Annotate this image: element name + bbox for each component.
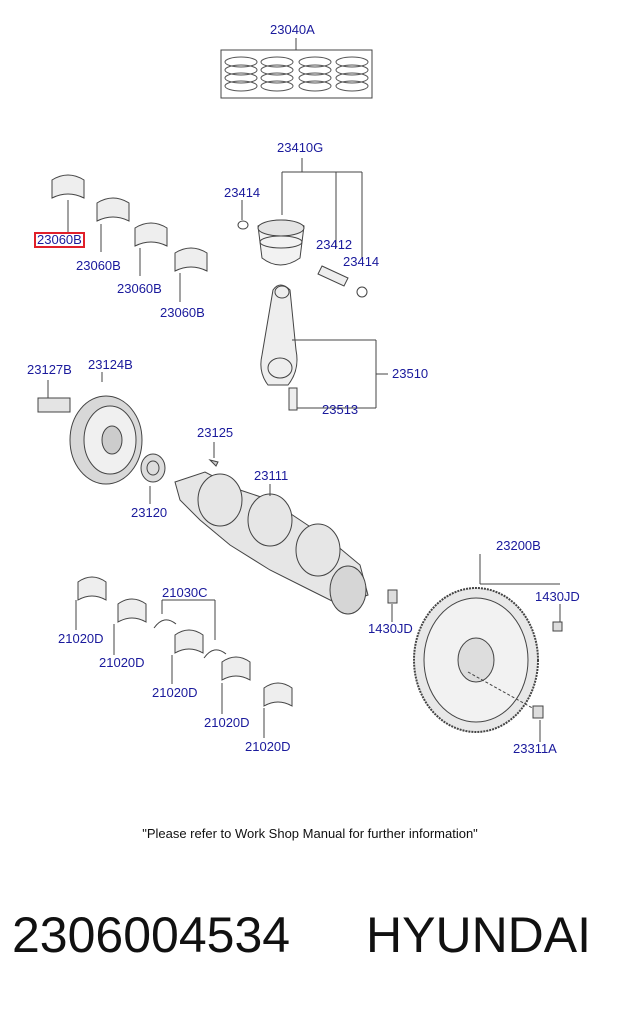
piston-ring-set-illustration [220, 38, 373, 99]
brand-name: HYUNDAI [366, 907, 592, 963]
label-21020D-4: 21020D [204, 715, 250, 730]
label-1430JD-right: 1430JD [535, 589, 580, 604]
label-23510: 23510 [392, 366, 429, 381]
label-21020D-2: 21020D [99, 655, 145, 670]
upper-bearing-shells-illustration [51, 174, 208, 302]
label-23410G: 23410G [277, 140, 324, 155]
crankshaft-pulley-illustration [37, 372, 143, 485]
lower-bearing-shells-illustration [75, 576, 293, 738]
label-21030C: 21030C [162, 585, 208, 600]
label-23414-upper: 23414 [224, 185, 261, 200]
crankshaft-illustration [174, 471, 369, 615]
label-23040A: 23040A [270, 22, 315, 37]
connecting-rod-illustration [260, 284, 388, 411]
label-23412: 23412 [316, 237, 353, 252]
label-23111: 23111 [254, 468, 289, 483]
label-23125: 23125 [197, 425, 234, 440]
label-23513: 23513 [322, 402, 359, 417]
label-23060B-4: 23060B [160, 305, 205, 320]
label-23060B-highlighted[interactable]: 23060B [34, 232, 85, 248]
label-21020D-1: 21020D [58, 631, 104, 646]
label-23060B-2: 23060B [76, 258, 121, 273]
label-23120: 23120 [131, 505, 168, 520]
label-23311A: 23311A [513, 741, 557, 756]
thrust-washers-illustration [153, 599, 227, 659]
workshop-manual-note: "Please refer to Work Shop Manual for fu… [142, 826, 478, 841]
label-23200B: 23200B [496, 538, 541, 553]
label-23414-lower: 23414 [343, 254, 380, 269]
parts-diagram [37, 38, 563, 742]
label-21020D-3: 21020D [152, 685, 198, 700]
crankshaft-sprocket-illustration [140, 442, 219, 504]
label-23127B: 23127B [27, 362, 72, 377]
label-1430JD-left: 1430JD [368, 621, 413, 636]
label-23060B-3: 23060B [117, 281, 162, 296]
label-23124B: 23124B [88, 357, 133, 372]
flywheel-illustration [387, 554, 563, 742]
part-number: 2306004534 [12, 907, 291, 963]
piston-illustration [237, 158, 368, 298]
label-21020D-5: 21020D [245, 739, 291, 754]
